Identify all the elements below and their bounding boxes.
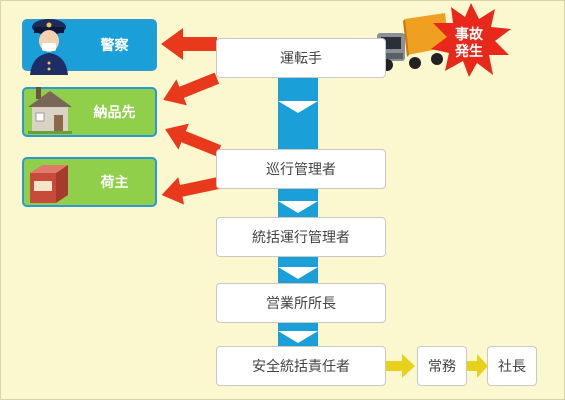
office-manager-label: 営業所所長 [266, 296, 336, 312]
flow-chevron [278, 331, 318, 343]
cardboard-box-icon [30, 165, 68, 203]
accident-badge-line1: 事故 [455, 27, 483, 43]
report-arrow-police [161, 28, 217, 60]
police-box: 警察 [22, 19, 157, 75]
flow-chevron [278, 267, 318, 279]
delivery-label: 納品先 [93, 105, 136, 121]
report-arrow-delivery-from-manager [165, 123, 222, 157]
police-label: 警察 [100, 38, 129, 54]
shipper-box: 荷主 [22, 157, 157, 207]
report-arrow-delivery-from-driver [163, 72, 220, 106]
general-operations-manager-label: 統括運行管理者 [252, 230, 350, 246]
flow-chevron [278, 101, 318, 113]
managing-director-node: 常務 [417, 346, 467, 386]
office-manager-node: 営業所所長 [216, 283, 386, 323]
president-node: 社長 [487, 346, 537, 386]
operations-manager-node: 巡行管理者 [216, 149, 386, 189]
operations-manager-label: 巡行管理者 [266, 162, 336, 178]
escalation-arrow [386, 354, 415, 378]
driver-node: 運転手 [216, 38, 386, 78]
accident-badge-label: 事故 発生 [441, 27, 497, 61]
president-label: 社長 [498, 359, 526, 375]
police-officer-icon [30, 19, 68, 75]
delivery-box: 納品先 [22, 87, 157, 137]
explosion-burst-icon [431, 3, 511, 77]
driver-label: 運転手 [280, 51, 322, 67]
escalation-arrow [467, 354, 488, 378]
general-operations-manager-node: 統括運行管理者 [216, 217, 386, 257]
shipper-label: 荷主 [100, 175, 129, 191]
safety-manager-node: 安全統括責任者 [216, 346, 386, 386]
accident-badge-line2: 発生 [455, 44, 483, 60]
flow-chevron [278, 201, 318, 213]
report-arrow-shipper [161, 177, 220, 205]
safety-manager-label: 安全統括責任者 [252, 359, 350, 375]
house-icon [28, 87, 72, 134]
managing-director-label: 常務 [428, 359, 456, 375]
